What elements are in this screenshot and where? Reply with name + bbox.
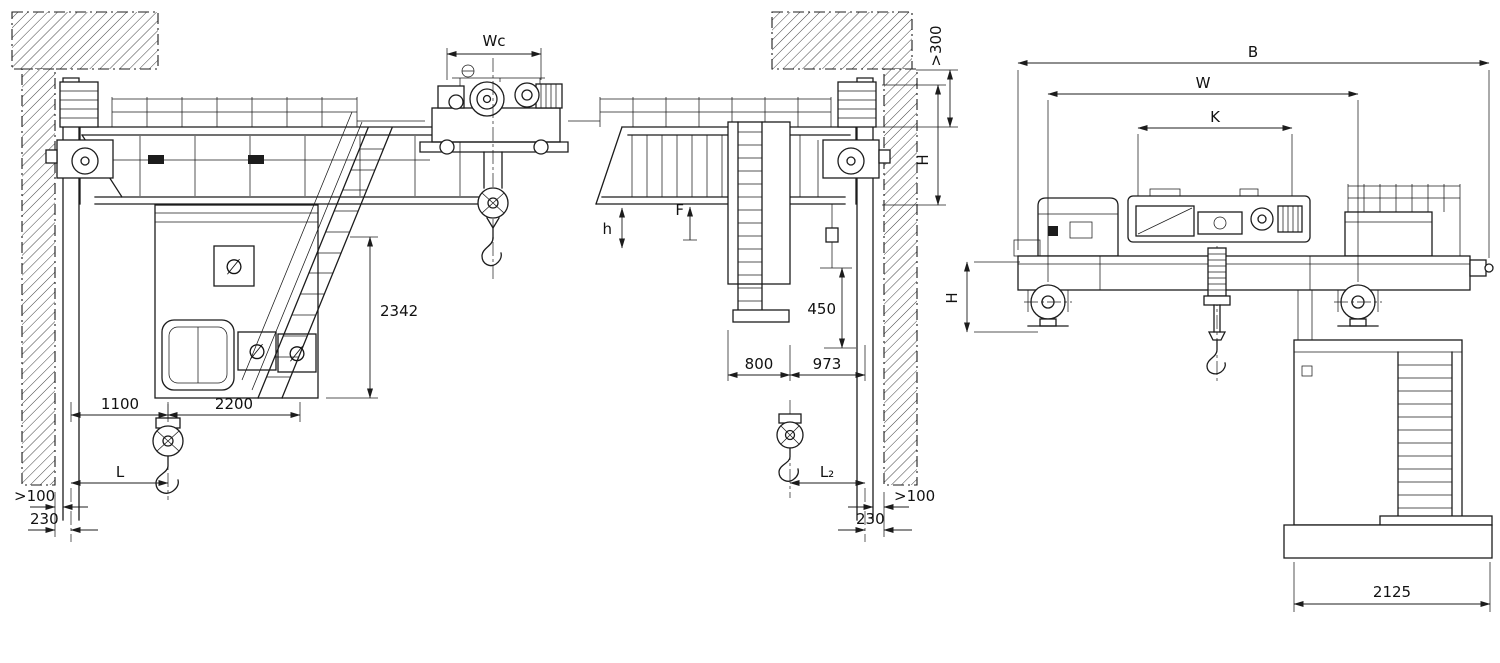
- cab-panel-2: ∅: [237, 331, 277, 371]
- hook-block-right: [776, 400, 804, 498]
- dim-L2: L₂: [789, 463, 866, 486]
- end-view-girder-right-railing: [1344, 184, 1461, 257]
- panel-diameter-symbol: ∅: [248, 340, 266, 364]
- dim-1100-label: 1100: [101, 395, 139, 413]
- dim-clearance-left: >100 230: [14, 487, 98, 537]
- end-view-girder-left: [1037, 197, 1119, 257]
- walkway-railing-left: [111, 97, 425, 127]
- cab-panel-1: ∅: [213, 245, 255, 287]
- dim-2200-label: 2200: [215, 395, 253, 413]
- dim-2125-label: 2125: [1373, 583, 1411, 601]
- dim-H-side-label: H: [943, 292, 961, 303]
- dim-230-right-label: 230: [856, 510, 885, 528]
- dim-wc-label: Wc: [482, 32, 505, 50]
- panel-diameter-symbol: ∅: [225, 255, 243, 279]
- end-view-carriage-beam: [1013, 239, 1494, 291]
- dim-f-label: F: [675, 201, 684, 219]
- panel-diameter-symbol: ∅: [288, 342, 306, 366]
- bridge-girder-right-section: [595, 126, 857, 205]
- end-truck-left: [45, 81, 114, 179]
- dim-B-label: B: [1248, 43, 1258, 61]
- dim-small-h-label: h: [602, 220, 612, 238]
- dim-2342: 2342: [326, 236, 418, 399]
- dim-L-label: L: [116, 463, 125, 481]
- dim-450: 450: [807, 204, 856, 349]
- bridge-girder-left-section: [79, 126, 481, 205]
- end-view-wheels: [1024, 284, 1382, 327]
- main-hook-raised: [477, 58, 509, 282]
- dim-K: K: [1137, 108, 1293, 196]
- cab-staircase: [241, 111, 393, 399]
- dim-gt100-right-label: >100: [894, 487, 935, 505]
- hoist-trolley: [419, 64, 569, 155]
- dim-H-side: H: [943, 261, 1038, 333]
- dim-hook-headroom: h: [602, 207, 625, 249]
- cab-panel-3: ∅: [277, 333, 317, 373]
- dim-W-label: W: [1196, 74, 1211, 92]
- dim-2125: 2125: [1293, 562, 1491, 612]
- dim-f: F: [675, 201, 697, 241]
- dim-top-clearance: >300: [862, 25, 958, 128]
- end-view-trolley: [1127, 188, 1311, 243]
- dim-h-label: H: [914, 154, 932, 165]
- operator-cab: ∅ ∅ ∅: [154, 204, 319, 399]
- dim-L2-label: L₂: [820, 463, 834, 481]
- dim-B: B: [1017, 43, 1490, 258]
- dim-W: W: [1047, 74, 1359, 282]
- end-view-hook-mechanism: [1203, 246, 1231, 382]
- dim-crane-height: H: [882, 84, 946, 206]
- walkway-railing-right: [568, 97, 832, 127]
- end-view-pedestal: [1283, 290, 1493, 559]
- dim-top-clearance-label: >300: [927, 25, 945, 66]
- dim-2342-label: 2342: [380, 302, 418, 320]
- dim-230-left-label: 230: [30, 510, 59, 528]
- hook-block-left: [152, 404, 184, 500]
- dim-wc: Wc: [446, 32, 542, 80]
- dim-450-label: 450: [807, 300, 836, 318]
- end-truck-right: [822, 81, 891, 179]
- dim-973-label: 973: [813, 355, 842, 373]
- dim-clearance-right: >100 230: [838, 487, 935, 537]
- dim-800-973: 800 973: [727, 330, 866, 381]
- access-ladder-cage: [727, 121, 791, 323]
- dim-1100-2200: 1100 2200: [70, 395, 301, 422]
- dim-K-label: K: [1210, 108, 1221, 126]
- building-structure-right: [771, 11, 918, 486]
- building-structure-left: [11, 11, 159, 486]
- dim-gt100-left-label: >100: [14, 487, 55, 505]
- dim-800-label: 800: [745, 355, 774, 373]
- dim-L: L: [70, 463, 169, 486]
